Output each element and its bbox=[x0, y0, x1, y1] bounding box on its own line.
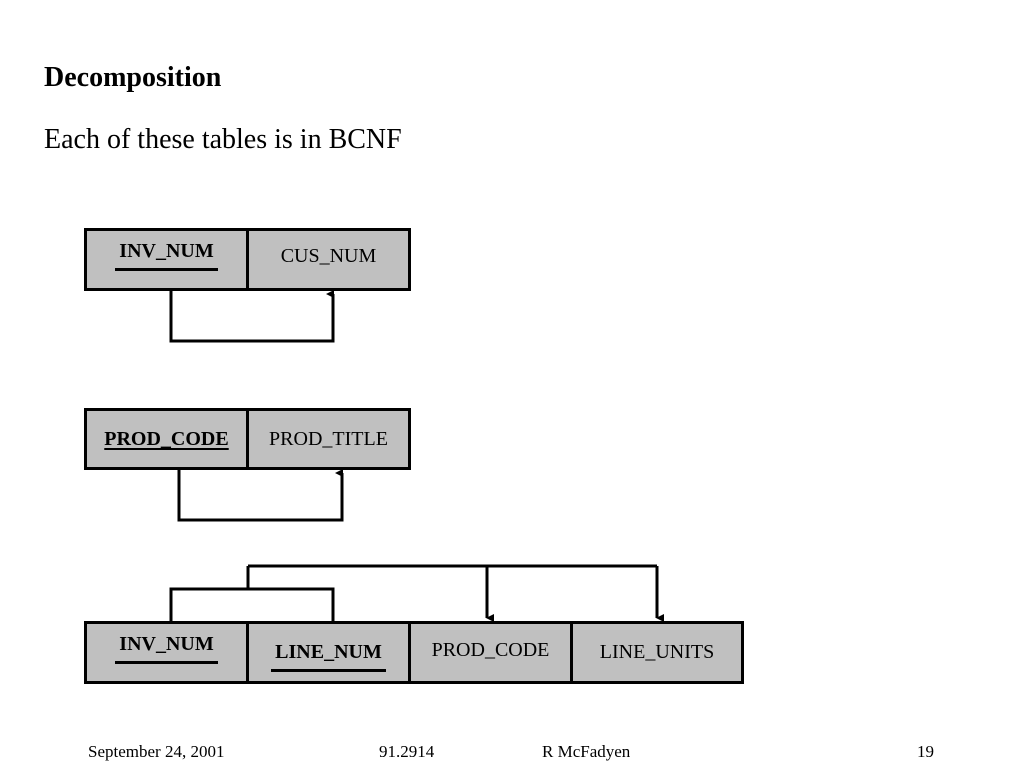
column-line-inv-num: INV_NUM bbox=[115, 633, 219, 664]
table-invoice-attr-cell: CUS_NUM bbox=[249, 228, 411, 291]
column-prod-code: PROD_CODE bbox=[104, 427, 229, 450]
column-cus-num: CUS_NUM bbox=[280, 245, 377, 267]
column-line-num: LINE_NUM bbox=[271, 641, 386, 672]
table-product-key-cell: PROD_CODE bbox=[84, 408, 249, 470]
table-line-prod-code-cell: PROD_CODE bbox=[411, 621, 573, 684]
table-line-line-num-cell: LINE_NUM bbox=[249, 621, 411, 684]
slide-title: Decomposition bbox=[44, 62, 222, 93]
column-prod-title: PROD_TITLE bbox=[269, 427, 388, 450]
slide-subtitle: Each of these tables is in BCNF bbox=[44, 124, 402, 155]
dependency-bracket-composite-key bbox=[169, 587, 335, 621]
table-invoice-key-cell: INV_NUM bbox=[84, 228, 249, 291]
footer-author: R McFadyen bbox=[542, 742, 631, 761]
dependency-arrow-inv-to-cus bbox=[169, 290, 335, 343]
footer-course: 91.2914 bbox=[379, 742, 435, 761]
column-line-units: LINE_UNITS bbox=[599, 641, 715, 663]
table-product-attr-cell: PROD_TITLE bbox=[249, 408, 411, 470]
footer-page-number: 19 bbox=[917, 742, 934, 761]
table-line-line-units-cell: LINE_UNITS bbox=[573, 621, 744, 684]
footer-date: September 24, 2001 bbox=[88, 742, 225, 761]
table-line-inv-num-cell: INV_NUM bbox=[84, 621, 249, 684]
dependency-arrow-prod-code-to-title bbox=[177, 469, 344, 522]
column-line-prod-code: PROD_CODE bbox=[431, 639, 550, 661]
column-inv-num: INV_NUM bbox=[115, 240, 219, 271]
